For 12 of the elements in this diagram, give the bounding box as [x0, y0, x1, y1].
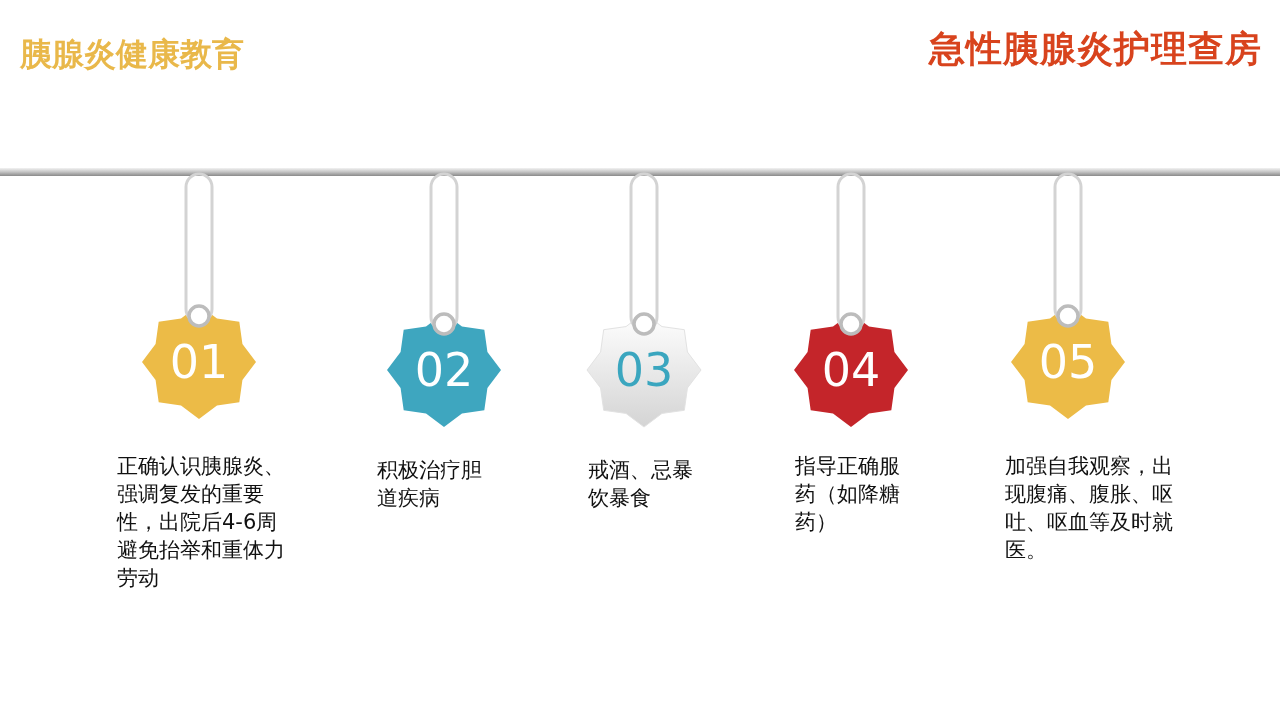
step-number: 05 [1038, 336, 1098, 388]
step-number: 02 [414, 344, 474, 396]
step-number: 04 [821, 344, 881, 396]
step-number: 01 [169, 336, 229, 388]
step-number: 03 [614, 344, 674, 396]
slide-title: 胰腺炎健康教育 [20, 34, 244, 74]
description-text: 加强自我观察，出现腹痛、腹胀、呕吐、呕血等及时就医。 [1005, 453, 1174, 564]
description-text: 积极治疗胆道疾病 [377, 457, 483, 512]
description-text: 指导正确服药（如降糖药） [795, 453, 901, 536]
header-text: 急性胰腺炎护理查房 [929, 27, 1262, 71]
description-text: 戒酒、忌暴饮暴食 [588, 457, 694, 512]
description-text: 正确认识胰腺炎、强调复发的重要性，出院后4-6周避免抬举和重体力劳动 [117, 453, 286, 592]
